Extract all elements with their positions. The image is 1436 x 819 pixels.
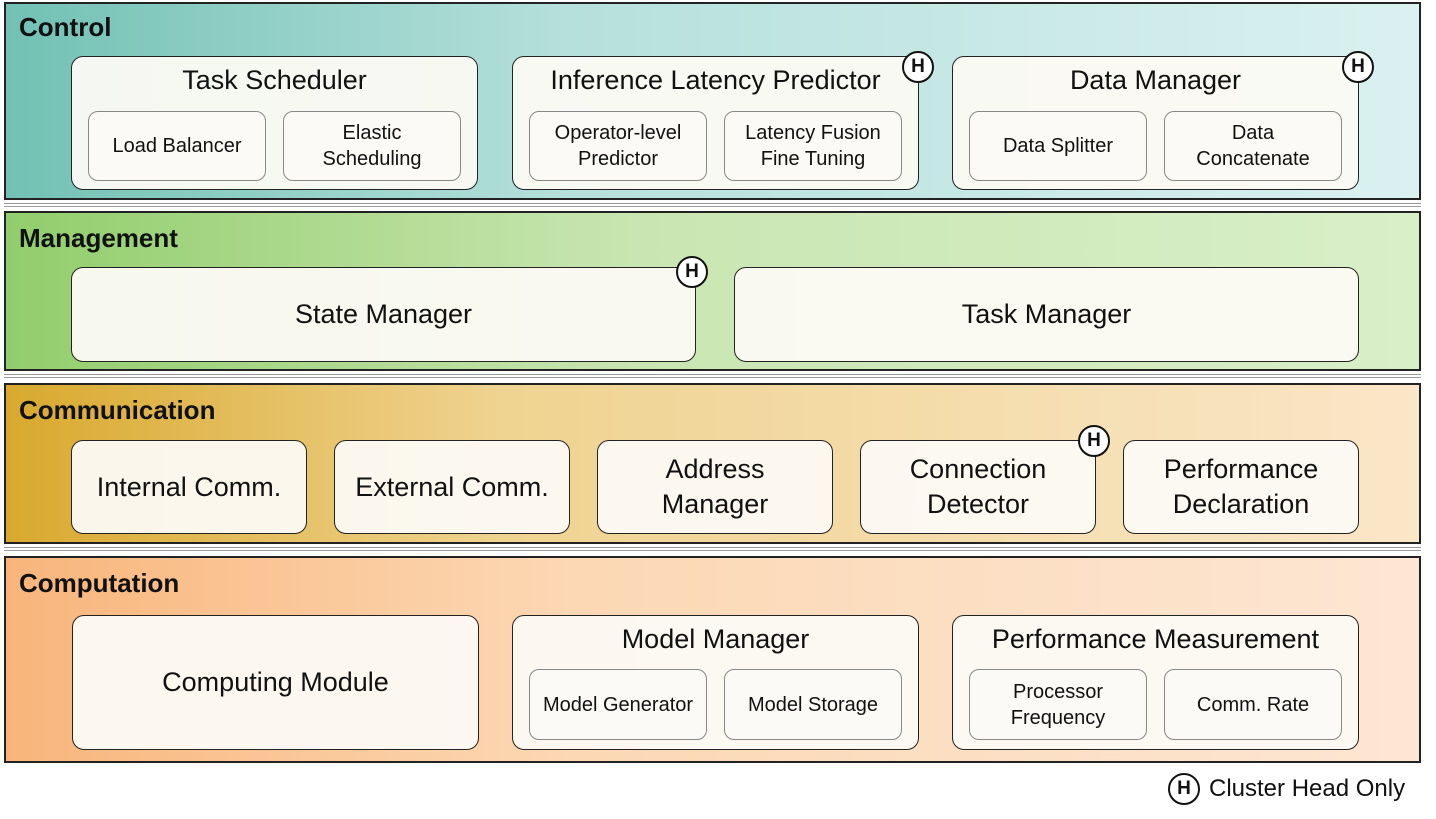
layer-separator: [4, 203, 1421, 207]
inference-latency-predictor-title: Inference Latency Predictor: [550, 65, 881, 95]
cluster-head-badge-icon: H: [902, 51, 934, 83]
processor-frequency-box: Processor Frequency: [969, 669, 1147, 740]
data-splitter-box: Data Splitter: [969, 111, 1147, 181]
model-storage-box: Model Storage: [724, 669, 902, 740]
data-manager-title: Data Manager: [1069, 65, 1242, 95]
cluster-head-badge-icon: H: [1168, 773, 1200, 805]
data-concatenate-box: Data Concatenate: [1164, 111, 1342, 181]
cluster-head-badge-icon: H: [676, 256, 708, 288]
task-scheduler-title: Task Scheduler: [182, 65, 367, 95]
legend-label: Cluster Head Only: [1209, 775, 1406, 802]
layer-title-management: Management: [19, 223, 178, 253]
layer-title-control: Control: [19, 12, 112, 42]
task-scheduler-module: Task Scheduler Load Balancer Elastic Sch…: [71, 56, 478, 190]
address-manager-box: Address Manager: [597, 440, 833, 534]
state-manager-box: State Manager: [71, 267, 696, 362]
layer-title-computation: Computation: [19, 568, 180, 598]
management-layer: Management State Manager H Task Manager: [4, 211, 1421, 371]
external-comm-box: External Comm.: [334, 440, 570, 534]
model-manager-title: Model Manager: [621, 624, 810, 654]
communication-layer: Communication Internal Comm. External Co…: [4, 383, 1421, 544]
performance-measurement-module: Performance Measurement Processor Freque…: [952, 615, 1359, 750]
cluster-head-badge-icon: H: [1342, 51, 1374, 83]
layer-separator: [4, 547, 1421, 551]
task-manager-box: Task Manager: [734, 267, 1359, 362]
connection-detector-box: Connection Detector: [860, 440, 1096, 534]
comm-rate-box: Comm. Rate: [1164, 669, 1342, 740]
layer-separator: [4, 374, 1421, 378]
layer-title-communication: Communication: [19, 395, 216, 425]
elastic-scheduling-box: Elastic Scheduling: [283, 111, 461, 181]
computation-layer: Computation Computing Module Model Manag…: [4, 556, 1421, 763]
data-manager-module: Data Manager Data Splitter Data Concaten…: [952, 56, 1359, 190]
load-balancer-box: Load Balancer: [88, 111, 266, 181]
inference-latency-predictor-module: Inference Latency Predictor Operator-lev…: [512, 56, 919, 190]
control-layer: Control Task Scheduler Load Balancer Ela…: [4, 2, 1421, 200]
performance-declaration-box: Performance Declaration: [1123, 440, 1359, 534]
operator-level-predictor-box: Operator-level Predictor: [529, 111, 707, 181]
performance-measurement-title: Performance Measurement: [991, 624, 1320, 654]
latency-fusion-fine-tuning-box: Latency Fusion Fine Tuning: [724, 111, 902, 181]
model-generator-box: Model Generator: [529, 669, 707, 740]
model-manager-module: Model Manager Model Generator Model Stor…: [512, 615, 919, 750]
cluster-head-badge-icon: H: [1078, 425, 1110, 457]
internal-comm-box: Internal Comm.: [71, 440, 307, 534]
legend: H Cluster Head Only: [1168, 772, 1405, 806]
computing-module-box: Computing Module: [72, 615, 479, 750]
